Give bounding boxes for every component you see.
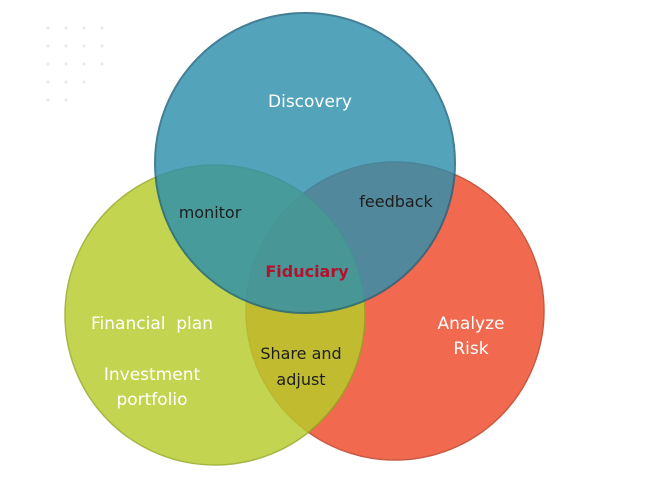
- discovery-circle: [154, 12, 456, 314]
- analyze-label: Analyze: [438, 314, 505, 334]
- feedback-label: feedback: [359, 192, 433, 211]
- discovery-label: Discovery: [268, 92, 352, 112]
- share-and-label: Share and: [260, 344, 341, 363]
- adjust-label: adjust: [276, 370, 325, 389]
- decorative-dot-grid: [46, 26, 104, 102]
- monitor-label: monitor: [179, 203, 242, 222]
- risk-label: Risk: [453, 339, 488, 359]
- portfolio-label: portfolio: [116, 390, 187, 410]
- financial-plan-label: Financial plan: [91, 314, 213, 334]
- investment-label: Investment: [104, 365, 201, 385]
- fiduciary-label: Fiduciary: [265, 262, 349, 281]
